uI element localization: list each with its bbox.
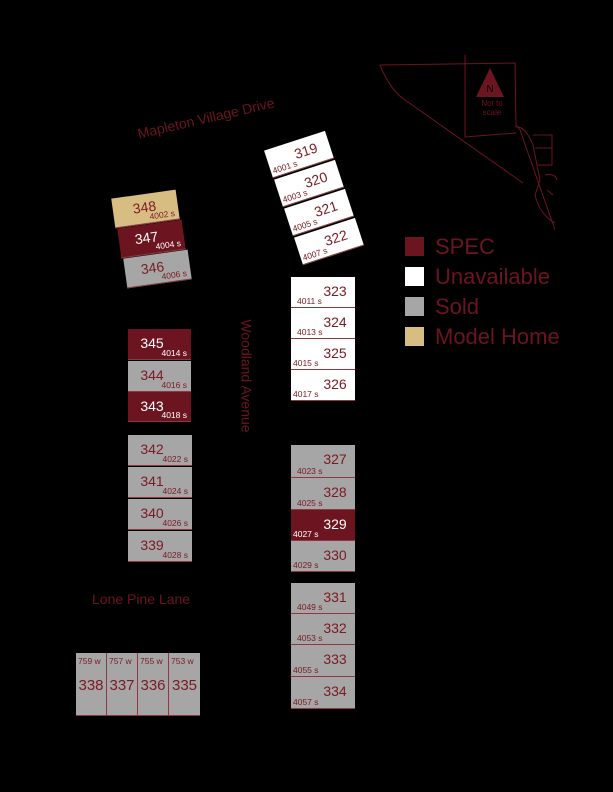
lot-number: 334: [323, 683, 347, 699]
lot-number: 336: [140, 677, 166, 694]
lot-address: 4013 s: [297, 327, 323, 337]
legend-label-unavailable: Unavailable: [435, 264, 550, 289]
lot-number: 319: [292, 139, 320, 162]
inset-location-map: N: [379, 55, 558, 230]
lot-335[interactable]: 335 753 w: [169, 653, 200, 716]
lot-338[interactable]: 338 759 w: [76, 653, 107, 716]
legend-label-model-home: Model Home: [435, 324, 560, 349]
lot-number: 331: [323, 589, 347, 605]
lot-address: 4004 s: [154, 238, 182, 252]
lot-address: 4027 s: [293, 529, 319, 539]
legend-label-spec: SPEC: [435, 234, 495, 259]
lot-number: 344: [140, 367, 164, 383]
lot-325[interactable]: 325 4015 s: [291, 339, 355, 370]
lot-address: 4016 s: [161, 380, 187, 390]
lot-number: 335: [171, 677, 198, 694]
lot-number: 343: [140, 398, 164, 414]
lot-number: 340: [140, 505, 164, 521]
lot-address: 4006 s: [160, 268, 188, 282]
legend-swatch-unavailable: [405, 267, 424, 286]
road-label-lone-pine: Lone Pine Lane: [92, 591, 191, 607]
lot-address: 4023 s: [297, 466, 323, 476]
lot-address: 757 w: [109, 656, 132, 666]
legend-swatch-sold: [405, 297, 424, 316]
lot-number: 325: [323, 345, 347, 361]
lot-number: 345: [140, 335, 164, 351]
lot-326[interactable]: 326 4017 s: [291, 370, 355, 401]
legend-label-sold: Sold: [435, 294, 480, 319]
lot-address: 4011 s: [297, 296, 322, 306]
lot-address: 4007 s: [301, 245, 329, 263]
lot-address: 4053 s: [297, 633, 323, 643]
lot-address: 4057 s: [293, 697, 319, 707]
lot-number: 332: [323, 620, 347, 636]
lot-address: 4024 s: [162, 486, 188, 496]
lot-address: 755 w: [140, 656, 163, 666]
lot-number: 339: [140, 537, 164, 553]
lot-address: 4017 s: [293, 389, 319, 399]
lot-address: 4026 s: [162, 518, 188, 528]
lot-address: 4002 s: [148, 208, 176, 222]
lot-address: 4029 s: [293, 560, 319, 570]
lot-number: 337: [109, 677, 135, 694]
lot-number: 327: [323, 451, 347, 467]
lot-number: 333: [323, 651, 347, 667]
lot-number: 338: [78, 677, 104, 694]
lot-336[interactable]: 336 755 w: [138, 653, 169, 716]
lot-330[interactable]: 330 4029 s: [291, 541, 355, 572]
lot-number: 323: [323, 283, 347, 299]
lot-number: 330: [323, 547, 347, 563]
lot-number: 329: [323, 516, 347, 532]
lot-334[interactable]: 334 4057 s: [291, 677, 355, 709]
svg-text:N: N: [486, 84, 493, 95]
road-label-woodland: Woodland Avenue: [238, 319, 255, 433]
lot-address: 4018 s: [161, 410, 187, 420]
lot-number: 342: [140, 441, 164, 457]
lot-address: 759 w: [78, 656, 101, 666]
lot-address: 4055 s: [293, 665, 319, 675]
road-label-mapleton: Mapleton Village Drive: [136, 94, 276, 142]
lot-number: 328: [323, 484, 347, 500]
lot-number: 324: [323, 314, 347, 330]
lot-address: 4028 s: [162, 550, 188, 560]
lot-number: 326: [323, 376, 347, 392]
lot-number: 320: [302, 168, 330, 191]
lot-address: 4014 s: [161, 348, 187, 358]
lot-number: 321: [312, 197, 340, 220]
lot-address: 4025 s: [297, 498, 323, 508]
lot-number: 322: [322, 226, 350, 249]
north-arrow-icon: [476, 68, 504, 97]
legend-swatch-spec: [405, 237, 424, 256]
lot-address: 4022 s: [162, 454, 188, 464]
lot-address: 4015 s: [293, 358, 319, 368]
lot-329[interactable]: 329 4027 s: [291, 510, 355, 541]
lot-address: 753 w: [171, 656, 194, 666]
lot-address: 4049 s: [297, 602, 323, 612]
lot-337[interactable]: 337 757 w: [107, 653, 138, 716]
legend-swatch-model-home: [405, 327, 424, 346]
not-to-scale-note: Not to scale: [481, 99, 503, 117]
lot-number: 341: [140, 473, 164, 489]
lot-333[interactable]: 333 4055 s: [291, 645, 355, 677]
